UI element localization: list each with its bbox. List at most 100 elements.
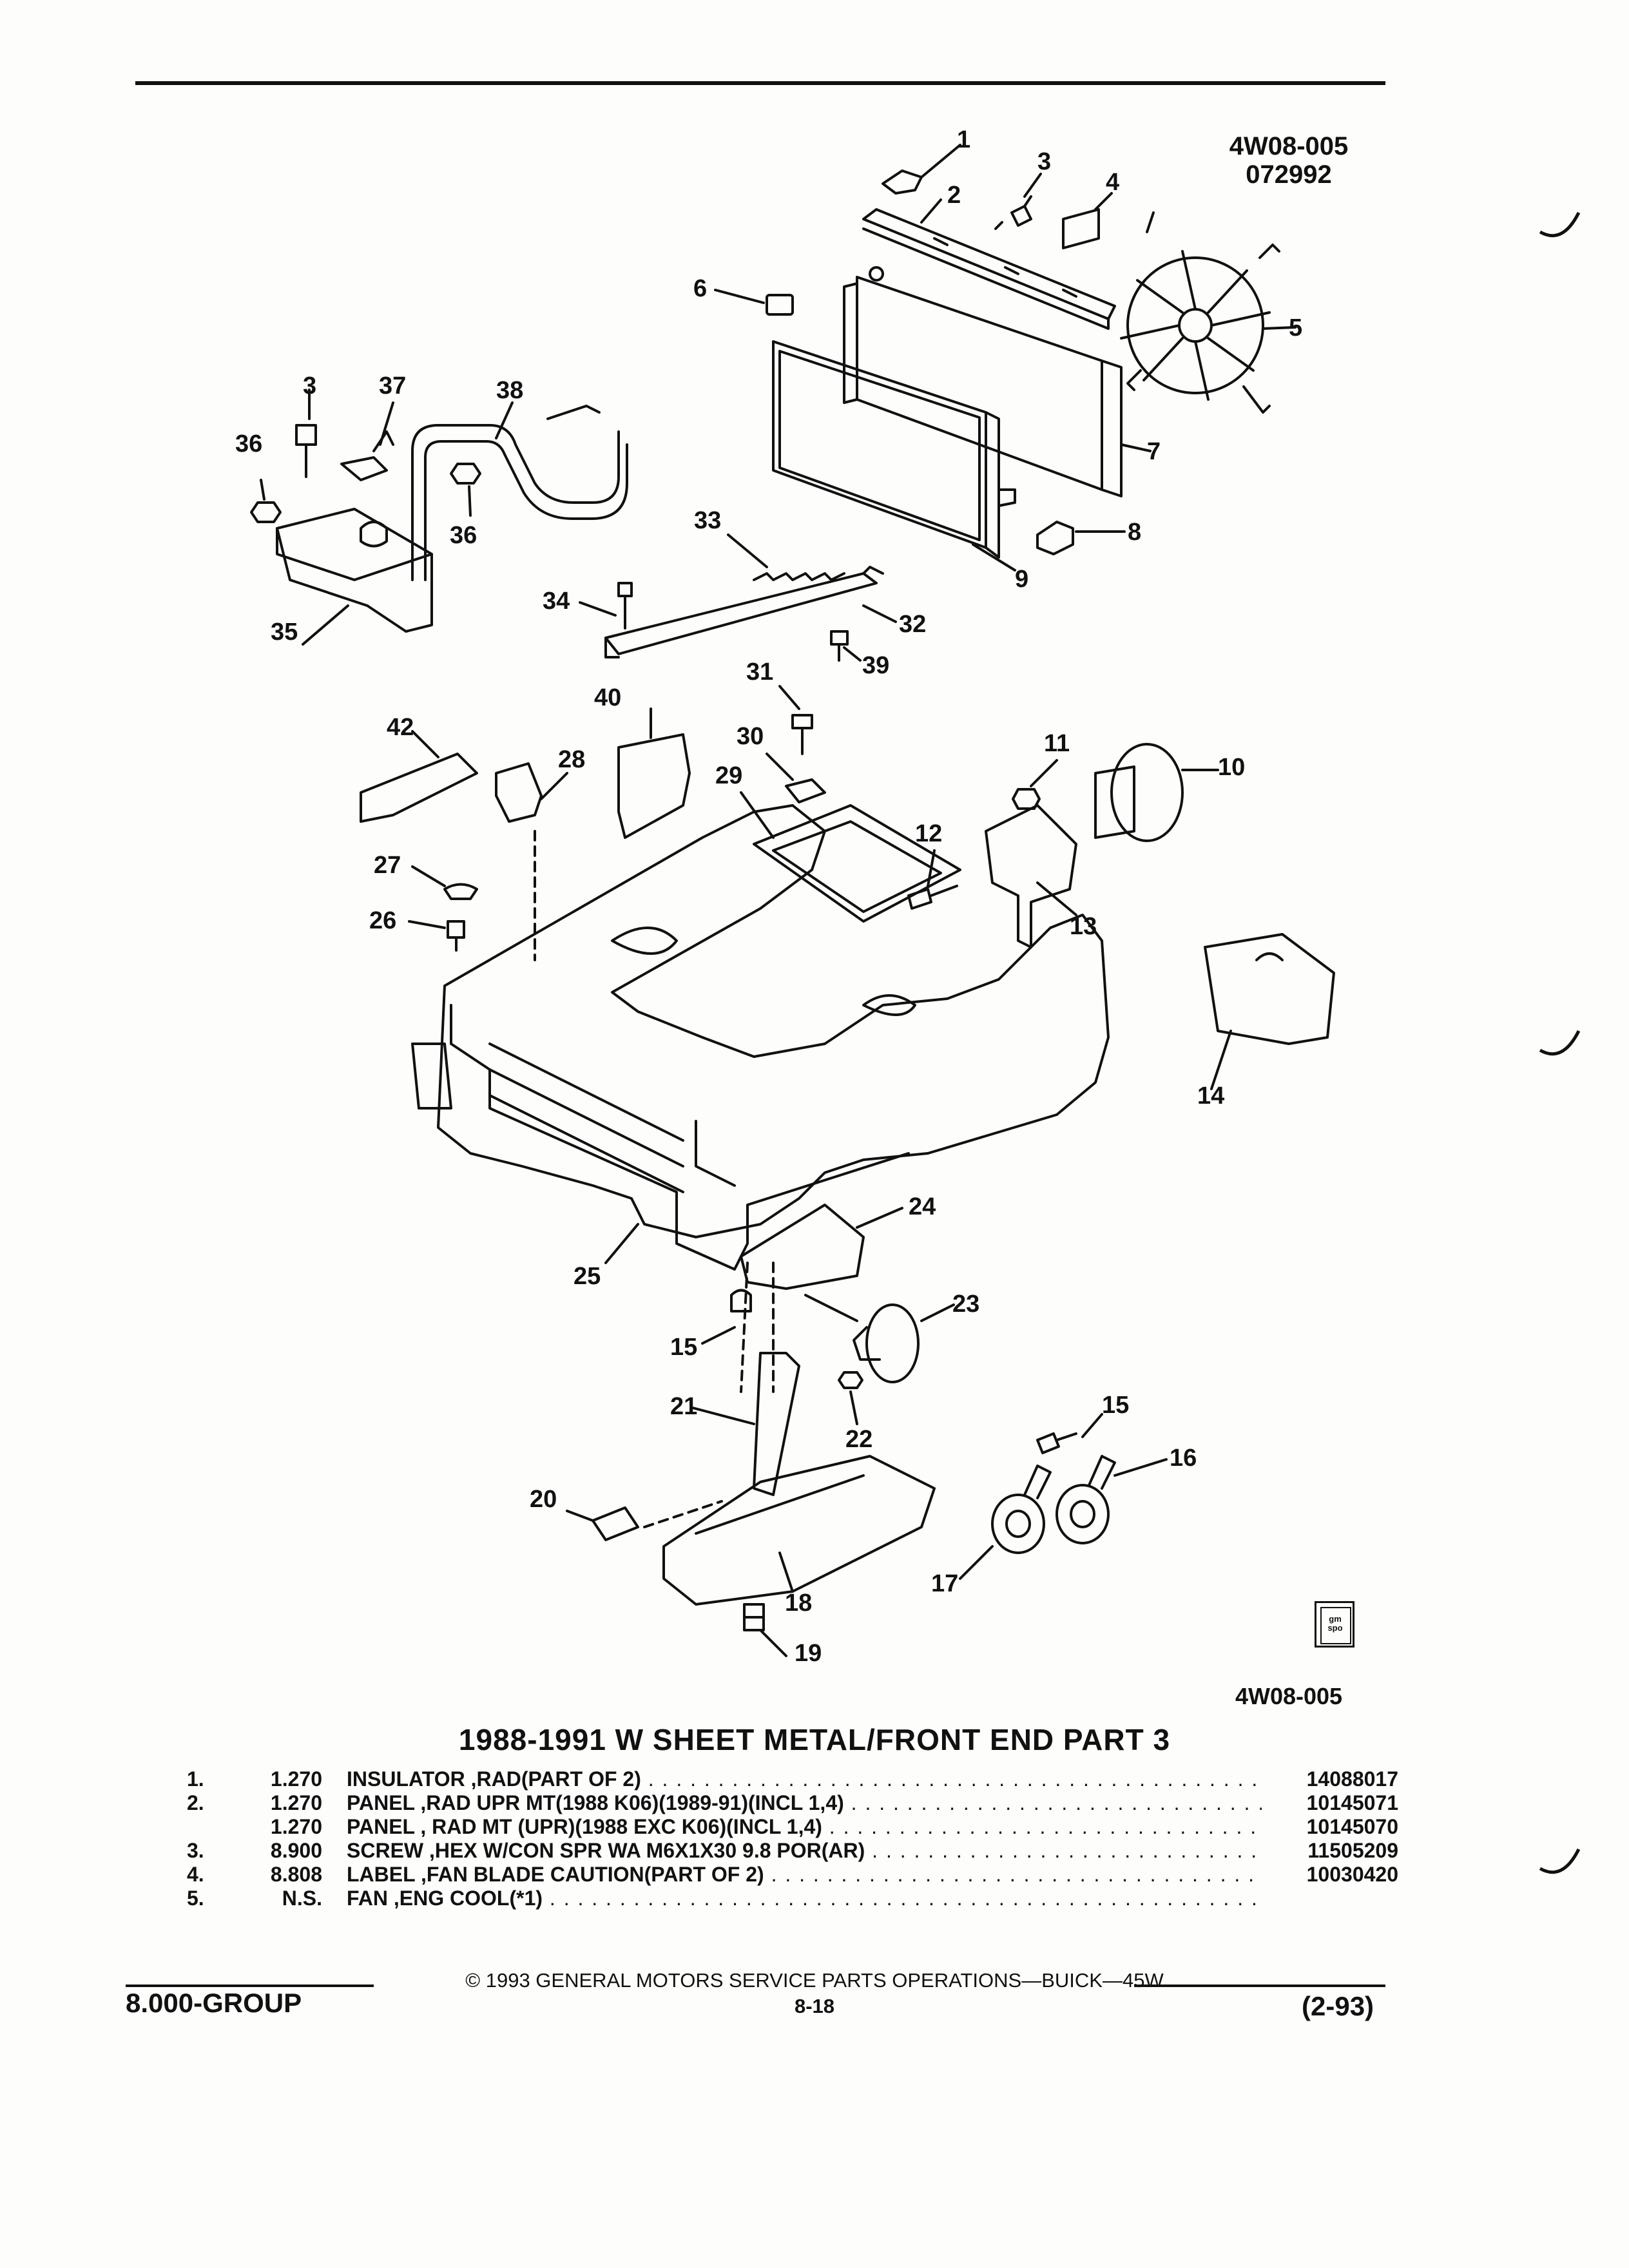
callout-37: 37 [379, 372, 407, 399]
part-28-relay [495, 762, 568, 961]
illustration-code: 4W08-005 [1229, 132, 1349, 160]
callout-42: 42 [387, 714, 414, 741]
gm-spo-badge: gm spo [1315, 1601, 1354, 1648]
part-description: PANEL ,RAD UPR MT(1988 K06)(1989-91)(INC… [347, 1791, 1262, 1814]
callout-18: 18 [785, 1590, 813, 1617]
part-15-plug-left [701, 1289, 752, 1345]
part-index: 2. [187, 1791, 204, 1814]
callout-36-left: 36 [235, 430, 263, 457]
callout-3-top: 3 [1037, 148, 1052, 175]
part-description-text: LABEL ,FAN BLADE CAUTION(PART OF 2) [347, 1863, 764, 1886]
part-description: SCREW ,HEX W/CON SPR WA M6X1X30 9.8 POR(… [347, 1839, 1262, 1862]
part-description-text: PANEL ,RAD UPR MT(1988 K06)(1989-91)(INC… [347, 1791, 844, 1814]
part-description-text: SCREW ,HEX W/CON SPR WA M6X1X30 9.8 POR(… [347, 1839, 865, 1862]
parts-row: 4. 8.808 LABEL ,FAN BLADE CAUTION(PART O… [187, 1863, 1398, 1887]
callout-15-left: 15 [670, 1334, 698, 1361]
parts-row: 1. 1.270 INSULATOR ,RAD(PART OF 2) . . .… [187, 1767, 1398, 1791]
date-code: 072992 [1246, 160, 1332, 189]
callout-16: 16 [1170, 1445, 1197, 1472]
part-16-horn [1055, 1455, 1168, 1544]
callout-27: 27 [374, 852, 401, 879]
callout-40: 40 [594, 684, 622, 711]
part-number: 14088017 [1306, 1767, 1398, 1791]
callout-20: 20 [530, 1486, 557, 1513]
part-31-bolt [778, 685, 813, 755]
part-index: 1. [187, 1767, 204, 1791]
binder-mark-3 [1539, 1848, 1581, 1874]
part-14-reservoir [1204, 933, 1335, 1090]
part-15-screw-right [1036, 1413, 1103, 1454]
callout-34: 34 [543, 588, 570, 615]
part-code: 8.900 [270, 1839, 322, 1862]
part-5-fan [1120, 211, 1296, 414]
callout-22: 22 [845, 1426, 873, 1453]
group-label: 8.000-GROUP [126, 1988, 302, 2018]
part-10-booster [1094, 743, 1219, 842]
page-title: 1988-1991 W SHEET METAL/FRONT END PART 3 [458, 1723, 1171, 1756]
part-number: 10145071 [1306, 1791, 1398, 1814]
callout-23: 23 [952, 1291, 980, 1318]
parts-row: 3. 8.900 SCREW ,HEX W/CON SPR WA M6X1X30… [187, 1839, 1398, 1863]
part-description: FAN ,ENG COOL(*1) . . . . . . . . . . . … [347, 1887, 1262, 1910]
part-22-nut [838, 1371, 863, 1425]
copyright: © 1993 GENERAL MOTORS SERVICE PARTS OPER… [465, 1969, 1164, 1992]
part-3-screw-top [994, 173, 1042, 230]
part-code: 1.270 [270, 1815, 322, 1838]
part-description: PANEL , RAD MT (UPR)(1988 EXC K06)(INCL … [347, 1815, 1262, 1838]
part-4-label [1062, 192, 1113, 249]
callout-7: 7 [1147, 438, 1161, 465]
part-code: 8.808 [270, 1863, 322, 1886]
callout-11: 11 [1044, 730, 1070, 757]
callout-31: 31 [746, 658, 774, 686]
part-36-nut-mid [450, 463, 481, 517]
illustration-code-bottom: 4W08-005 [1235, 1683, 1343, 1709]
part-33-spring [727, 533, 845, 581]
callout-15-right: 15 [1102, 1392, 1130, 1419]
callout-24: 24 [909, 1193, 936, 1220]
part-3-screw-left [295, 389, 317, 478]
front-end-structure [411, 804, 1110, 1271]
revision-code: (2-93) [1302, 1991, 1374, 2021]
part-35-reservoir [276, 508, 433, 646]
part-38-hose [411, 401, 628, 581]
callout-4: 4 [1106, 169, 1120, 196]
callout-36-nut: 36 [450, 522, 477, 549]
binder-mark-2 [1539, 1030, 1581, 1056]
part-index: 3. [187, 1839, 204, 1862]
part-8-bracket [1036, 521, 1126, 555]
callout-33: 33 [694, 507, 722, 534]
callout-38: 38 [496, 377, 524, 404]
callout-39: 39 [862, 652, 890, 679]
part-20-clip [566, 1500, 723, 1541]
part-17-horn [959, 1465, 1052, 1580]
callout-32: 32 [899, 611, 927, 638]
callout-3-left: 3 [303, 372, 317, 399]
part-36-nut-left [250, 479, 282, 523]
part-37-bracket [340, 401, 394, 481]
part-32-brace [604, 566, 897, 658]
part-13-bracket [985, 804, 1077, 948]
parts-row: 5. N.S. FAN ,ENG COOL(*1) . . . . . . . … [187, 1887, 1398, 1910]
exploded-parts-diagram [250, 144, 1335, 1657]
callout-10: 10 [1218, 754, 1246, 781]
callout-13: 13 [1070, 913, 1097, 940]
badge-text: gm spo [1327, 1614, 1343, 1633]
part-23-horn [804, 1294, 955, 1383]
part-6-clip [714, 289, 794, 316]
part-2-upper-panel [862, 198, 1116, 330]
callout-6: 6 [693, 275, 708, 302]
page-number: 8-18 [794, 1995, 835, 2017]
part-description-text: INSULATOR ,RAD(PART OF 2) [347, 1767, 641, 1791]
part-26-screw [408, 920, 465, 952]
callout-17: 17 [931, 1570, 959, 1597]
callout-14: 14 [1197, 1082, 1225, 1110]
part-30-clip [766, 753, 826, 803]
part-description-text: FAN ,ENG COOL(*1) [347, 1887, 543, 1910]
binder-mark-1 [1539, 211, 1581, 238]
part-40-bracket [617, 707, 691, 839]
part-19-plug [743, 1603, 787, 1657]
part-21-support [691, 1352, 800, 1496]
part-42-bracket [360, 730, 478, 823]
part-7-condenser [843, 266, 1152, 497]
